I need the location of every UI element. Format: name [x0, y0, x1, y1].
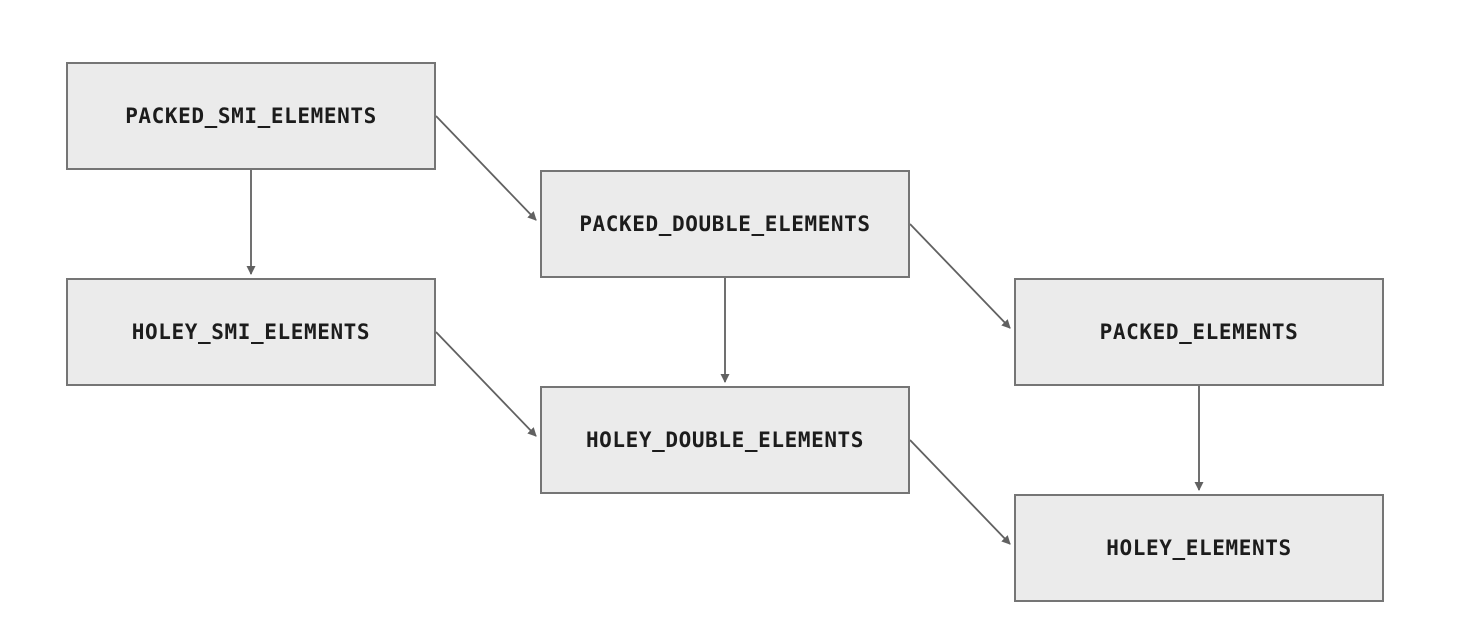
edge-packed-double-elements-to-packed-elements — [909, 223, 1011, 329]
edge-holey-smi-elements-to-holey-double-elements — [435, 331, 537, 437]
node-holey-smi-elements: HOLEY_SMI_ELEMENTS — [66, 278, 436, 386]
node-label-holey-smi-elements: HOLEY_SMI_ELEMENTS — [131, 320, 371, 344]
node-label-holey-double-elements: HOLEY_DOUBLE_ELEMENTS — [585, 428, 865, 452]
edge-holey-double-elements-to-holey-elements — [909, 439, 1011, 545]
node-holey-elements: HOLEY_ELEMENTS — [1014, 494, 1384, 602]
node-label-holey-elements: HOLEY_ELEMENTS — [1106, 536, 1292, 560]
node-label-packed-double-elements: PACKED_DOUBLE_ELEMENTS — [579, 212, 871, 236]
node-label-packed-elements: PACKED_ELEMENTS — [1099, 320, 1299, 344]
node-packed-elements: PACKED_ELEMENTS — [1014, 278, 1384, 386]
node-label-packed-smi-elements: PACKED_SMI_ELEMENTS — [125, 104, 377, 128]
node-packed-double-elements: PACKED_DOUBLE_ELEMENTS — [540, 170, 910, 278]
node-holey-double-elements: HOLEY_DOUBLE_ELEMENTS — [540, 386, 910, 494]
edge-packed-smi-elements-to-packed-double-elements — [435, 115, 537, 221]
node-packed-smi-elements: PACKED_SMI_ELEMENTS — [66, 62, 436, 170]
